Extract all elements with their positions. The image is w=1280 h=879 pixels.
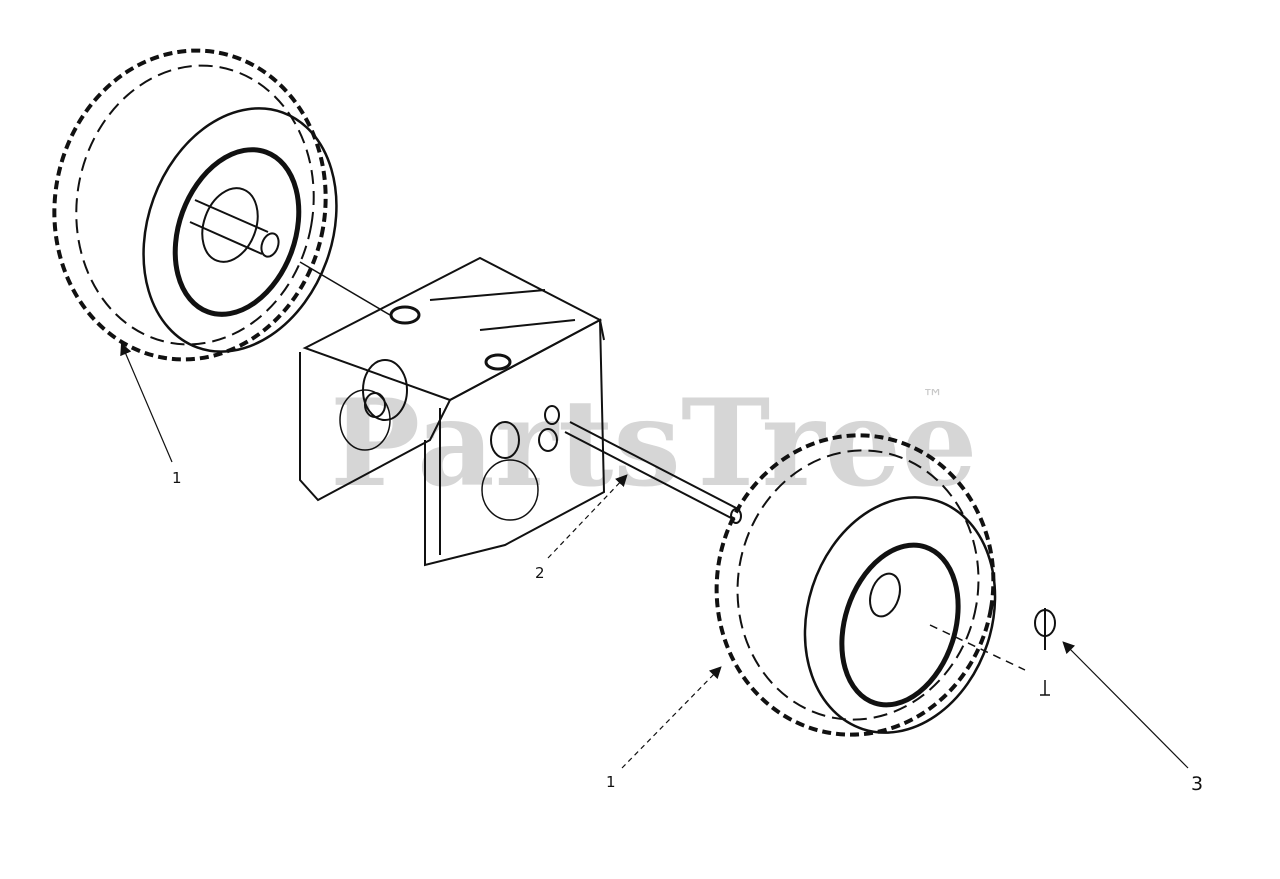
callout-1-right-wheel: 1 [606, 773, 616, 791]
frame-cutout-left [339, 389, 391, 451]
callout-labels: 1 1 2 3 [172, 469, 1203, 795]
leader-line-3 [1062, 641, 1189, 769]
frame-housing [299, 256, 606, 567]
wheel-left-axle-end [260, 232, 280, 258]
axle-shaft-bottom [564, 431, 736, 521]
watermark: PartsTree ™ [330, 373, 977, 514]
wheel-left [52, 48, 338, 362]
assembly-line-pin [1040, 680, 1050, 696]
leader-lines [120, 342, 1189, 769]
axle-shaft-top [569, 421, 741, 511]
callout-1-left-wheel: 1 [172, 469, 182, 487]
watermark-text: PartsTree [330, 373, 977, 514]
wheel-right [714, 433, 997, 737]
wheel-right-tread-inner [736, 449, 980, 721]
assembly-line-left-wheel [299, 261, 391, 316]
wheel-left-axle-top [194, 199, 269, 233]
frame-front-face [424, 318, 606, 567]
wheel-left-rim [172, 147, 302, 317]
wheel-right-sidewall [803, 496, 997, 734]
wheel-left-tread-outer [52, 48, 328, 362]
wheel-right-hub [869, 572, 901, 618]
leader-line-1b [621, 666, 722, 769]
frame-rib-1 [429, 289, 546, 301]
wheel-right-tread-outer [714, 433, 996, 737]
frame-hole-c [490, 421, 520, 459]
wheel-right-rim [839, 542, 961, 708]
frame-rib-2 [479, 319, 576, 331]
wheel-left-hub [201, 187, 259, 263]
frame-left-face [299, 352, 451, 502]
frame-opening-1 [389, 305, 421, 325]
clevis-pin [1034, 608, 1056, 650]
callout-2-axle: 2 [535, 564, 545, 582]
frame-hole-d [538, 428, 558, 452]
wheel-left-axle-bottom [189, 221, 263, 255]
leader-line-2 [547, 474, 628, 559]
leader-line-1a [120, 342, 173, 463]
callout-3-pin: 3 [1191, 773, 1203, 795]
frame-inner-flange [439, 319, 605, 555]
watermark-trademark: ™ [922, 386, 944, 411]
wheel-left-tread-inner [75, 64, 315, 346]
frame-cutout-front [481, 459, 539, 521]
frame-hole-e [544, 405, 560, 425]
assembly-lines [299, 261, 1050, 696]
wheel-left-sidewall [142, 107, 338, 353]
frame-opening-2 [484, 353, 512, 371]
assembly-line-right-wheel [929, 624, 1026, 671]
